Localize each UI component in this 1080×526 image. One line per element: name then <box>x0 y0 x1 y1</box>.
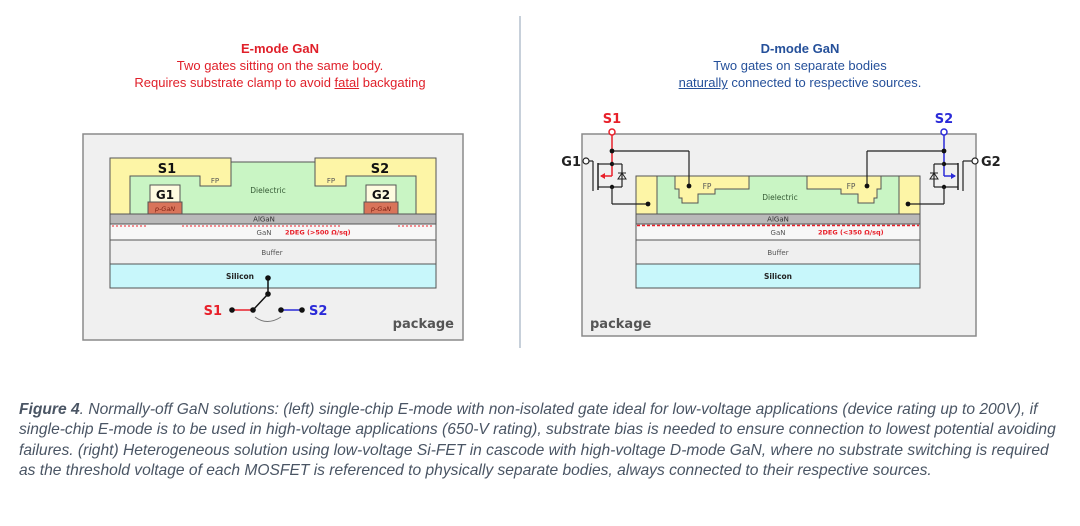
dmode-fp-right <box>806 175 882 204</box>
emode-line2-prefix: Requires substrate clamp to avoid <box>134 75 335 90</box>
emode-title-block: E-mode GaN Two gates sitting on the same… <box>80 40 480 91</box>
dmode-g1-label: G1 <box>561 155 581 170</box>
emode-switch-s1-label: S1 <box>204 304 222 319</box>
dmode-package-label: package <box>590 317 652 332</box>
emode-buffer-layer <box>109 239 437 265</box>
dmode-g2-label: G2 <box>981 155 1001 170</box>
dmode-left-contact <box>635 175 658 215</box>
figure-caption: Figure 4. Normally-off GaN solutions: (l… <box>19 400 1069 482</box>
dmode-s2-label: S2 <box>935 112 953 127</box>
dmode-heading: D-mode GaN <box>760 41 840 56</box>
dmode-fp-left <box>674 175 750 204</box>
caption-figure-label: Figure 4 <box>19 401 80 418</box>
emode-gan-label: GaN <box>257 229 272 237</box>
dmode-subtitle-line2: naturally connected to respective source… <box>600 74 1000 91</box>
emode-silicon-layer <box>109 263 437 289</box>
dmode-line2-suffix: connected to respective sources. <box>727 75 922 90</box>
emode-s2-label: S2 <box>371 162 389 177</box>
substrate-clamp-switch <box>229 275 305 322</box>
dmode-silicon-label: Silicon <box>764 272 792 281</box>
emode-pgan-left-label: p-GaN <box>154 205 175 213</box>
emode-gan-layer <box>109 223 437 241</box>
dmode-title-block: D-mode GaN Two gates on separate bodies … <box>600 40 1000 91</box>
emode-s1-electrode <box>109 157 232 215</box>
dmode-diagram: FP FP Dielectric AlGaN GaN 2DEG (<350 Ω/… <box>561 112 1001 337</box>
emode-line2-underlined: fatal <box>334 75 360 90</box>
dmode-subtitle-line1: Two gates on separate bodies <box>713 58 887 73</box>
emode-dielectric-label: Dielectric <box>250 186 286 195</box>
emode-pgan-right-label: p-GaN <box>370 205 391 213</box>
emode-fp-left-label: FP <box>211 177 219 185</box>
dmode-fp-right-label: FP <box>847 182 856 191</box>
dmode-right-contact <box>898 175 921 215</box>
emode-switch-s2-label: S2 <box>309 304 327 319</box>
emode-g2-label: G2 <box>372 188 390 202</box>
emode-fp-right-label: FP <box>327 177 335 185</box>
caption-text: . Normally-off GaN solutions: (left) sin… <box>19 401 1056 480</box>
emode-g2-pgan <box>363 201 399 215</box>
dmode-2deg-label: 2DEG (<350 Ω/sq) <box>818 229 884 237</box>
dmode-buffer-label: Buffer <box>767 249 788 257</box>
dmode-s1-label: S1 <box>603 112 621 127</box>
emode-diagram: S1 S2 FP FP G1 G2 p-GaN p-GaN Dielectric… <box>82 133 464 341</box>
dmode-gan-label: GaN <box>771 229 786 237</box>
si-fet-left <box>582 128 692 207</box>
dmode-silicon-layer <box>635 263 921 289</box>
emode-g1-pgan <box>147 201 183 215</box>
dmode-fp-left-label: FP <box>703 182 712 191</box>
emode-algan-label: AlGaN <box>253 216 275 224</box>
dmode-line2-underlined: naturally <box>678 75 728 90</box>
emode-g1-label: G1 <box>156 188 174 202</box>
si-fet-right <box>864 128 979 207</box>
switch-arc-arrow <box>254 316 282 322</box>
emode-package-label: package <box>393 317 455 332</box>
emode-heading: E-mode GaN <box>240 41 319 56</box>
emode-silicon-label: Silicon <box>226 272 254 281</box>
dmode-buffer-layer <box>635 239 921 265</box>
emode-s1-label: S1 <box>158 162 176 177</box>
emode-2deg-label: 2DEG (>500 Ω/sq) <box>285 229 351 237</box>
emode-line2-suffix: backgating <box>359 75 426 90</box>
dmode-dielectric-label: Dielectric <box>762 193 798 202</box>
emode-s2-electrode <box>314 157 437 215</box>
panel-divider <box>519 16 521 348</box>
emode-subtitle-line2: Requires substrate clamp to avoid fatal … <box>80 74 480 91</box>
diagram-canvas: S1 S2 FP FP G1 G2 p-GaN p-GaN Dielectric… <box>82 112 1001 341</box>
emode-subtitle-line1: Two gates sitting on the same body. <box>176 58 384 73</box>
dmode-algan-label: AlGaN <box>767 216 789 224</box>
emode-buffer-label: Buffer <box>261 249 282 257</box>
